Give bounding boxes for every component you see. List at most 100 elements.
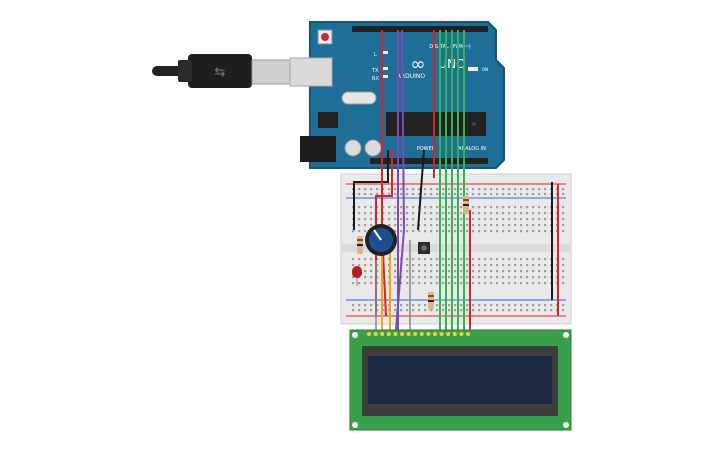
breadboard-hole	[514, 212, 517, 215]
breadboard-hole	[394, 188, 397, 191]
resistor-1[interactable]	[357, 236, 363, 254]
wire-purple-2[interactable]	[395, 29, 406, 331]
breadboard-hole	[460, 218, 463, 221]
resistor-3[interactable]	[428, 292, 434, 310]
breadboard-hole	[382, 206, 385, 209]
lcd-pin	[413, 332, 418, 336]
breadboard-hole	[400, 206, 403, 209]
breadboard-hole	[460, 212, 463, 215]
breadboard-hole	[520, 309, 523, 312]
breadboard-hole	[382, 218, 385, 221]
arduino-uno-board[interactable]: ∞ ARDUINO UNO DIGITAL (PWM~) POWER ANALO…	[289, 21, 505, 169]
power-analog-header	[370, 158, 488, 164]
breadboard-hole	[394, 282, 397, 285]
breadboard-hole	[544, 258, 547, 261]
potentiometer[interactable]	[365, 224, 397, 256]
breadboard-hole	[400, 282, 403, 285]
breadboard-hole	[454, 193, 457, 196]
breadboard-hole	[406, 282, 409, 285]
led-on	[468, 67, 478, 71]
breadboard-hole	[532, 304, 535, 307]
breadboard-hole	[520, 282, 523, 285]
lcd-16x2[interactable]	[349, 329, 572, 431]
breadboard-hole	[508, 304, 511, 307]
wire-red-5v[interactable]	[375, 150, 393, 316]
breadboard-hole	[436, 282, 439, 285]
usb-cable[interactable]: ⇆	[152, 54, 293, 88]
breadboard-hole	[538, 309, 541, 312]
breadboard-hole	[496, 193, 499, 196]
breadboard-hole	[436, 193, 439, 196]
breadboard-hole	[370, 270, 373, 273]
breadboard-hole	[526, 230, 529, 233]
breadboard-hole	[442, 218, 445, 221]
breadboard-hole	[514, 193, 517, 196]
breadboard-hole	[412, 276, 415, 279]
breadboard-hole	[436, 270, 439, 273]
breadboard-hole	[520, 258, 523, 261]
breadboard-hole	[490, 212, 493, 215]
lcd-pin	[380, 332, 385, 336]
breadboard-hole	[508, 193, 511, 196]
breadboard-hole	[406, 309, 409, 312]
pushbutton[interactable]	[418, 242, 430, 254]
breadboard-hole	[448, 206, 451, 209]
breadboard-hole	[538, 206, 541, 209]
breadboard-hole	[472, 270, 475, 273]
breadboard-hole	[532, 258, 535, 261]
led-red[interactable]	[352, 266, 362, 286]
breadboard-hole	[364, 230, 367, 233]
reset-button-cap	[321, 33, 329, 41]
lcd-pin	[406, 332, 411, 336]
breadboard-hole	[358, 304, 361, 307]
breadboard-hole	[550, 309, 553, 312]
breadboard-hole	[484, 270, 487, 273]
breadboard-hole	[544, 282, 547, 285]
breadboard-hole	[478, 218, 481, 221]
breadboard-hole	[538, 230, 541, 233]
breadboard-hole	[376, 270, 379, 273]
breadboard-hole	[562, 258, 565, 261]
breadboard-hole	[466, 270, 469, 273]
breadboard-hole	[538, 193, 541, 196]
lcd-pin	[400, 332, 404, 336]
breadboard-hole	[406, 230, 409, 233]
breadboard-hole	[478, 193, 481, 196]
breadboard-hole	[370, 264, 373, 267]
breadboard-hole	[460, 309, 463, 312]
breadboard-hole	[526, 264, 529, 267]
breadboard-hole	[496, 188, 499, 191]
breadboard-hole	[394, 218, 397, 221]
breadboard-hole	[514, 188, 517, 191]
wire-black-gnd[interactable]	[353, 150, 389, 230]
breadboard-hole	[442, 258, 445, 261]
resistor-2[interactable]	[463, 196, 469, 214]
breadboard-hole	[526, 212, 529, 215]
breadboard-hole	[406, 212, 409, 215]
breadboard-hole	[562, 224, 565, 227]
breadboard-hole	[496, 258, 499, 261]
lcd-pin	[367, 332, 371, 336]
breadboard-hole	[544, 264, 547, 267]
wire-black-button[interactable]	[417, 149, 425, 231]
breadboard-hole	[448, 193, 451, 196]
resistor-2-band-2	[463, 204, 469, 206]
breadboard-hole	[514, 218, 517, 221]
breadboard-hole	[388, 224, 391, 227]
breadboard-hole	[454, 230, 457, 233]
breadboard-hole	[412, 282, 415, 285]
breadboard-hole	[562, 264, 565, 267]
breadboard-hole	[526, 304, 529, 307]
breadboard-hole	[370, 224, 373, 227]
breadboard-hole	[508, 282, 511, 285]
breadboard-hole	[472, 264, 475, 267]
breadboard-hole	[442, 282, 445, 285]
breadboard-hole	[562, 270, 565, 273]
breadboard-hole	[490, 282, 493, 285]
breadboard-hole	[484, 304, 487, 307]
breadboard-hole	[526, 270, 529, 273]
breadboard-hole	[514, 264, 517, 267]
led-l	[382, 51, 388, 54]
breadboard-hole	[382, 309, 385, 312]
breadboard-hole	[454, 188, 457, 191]
